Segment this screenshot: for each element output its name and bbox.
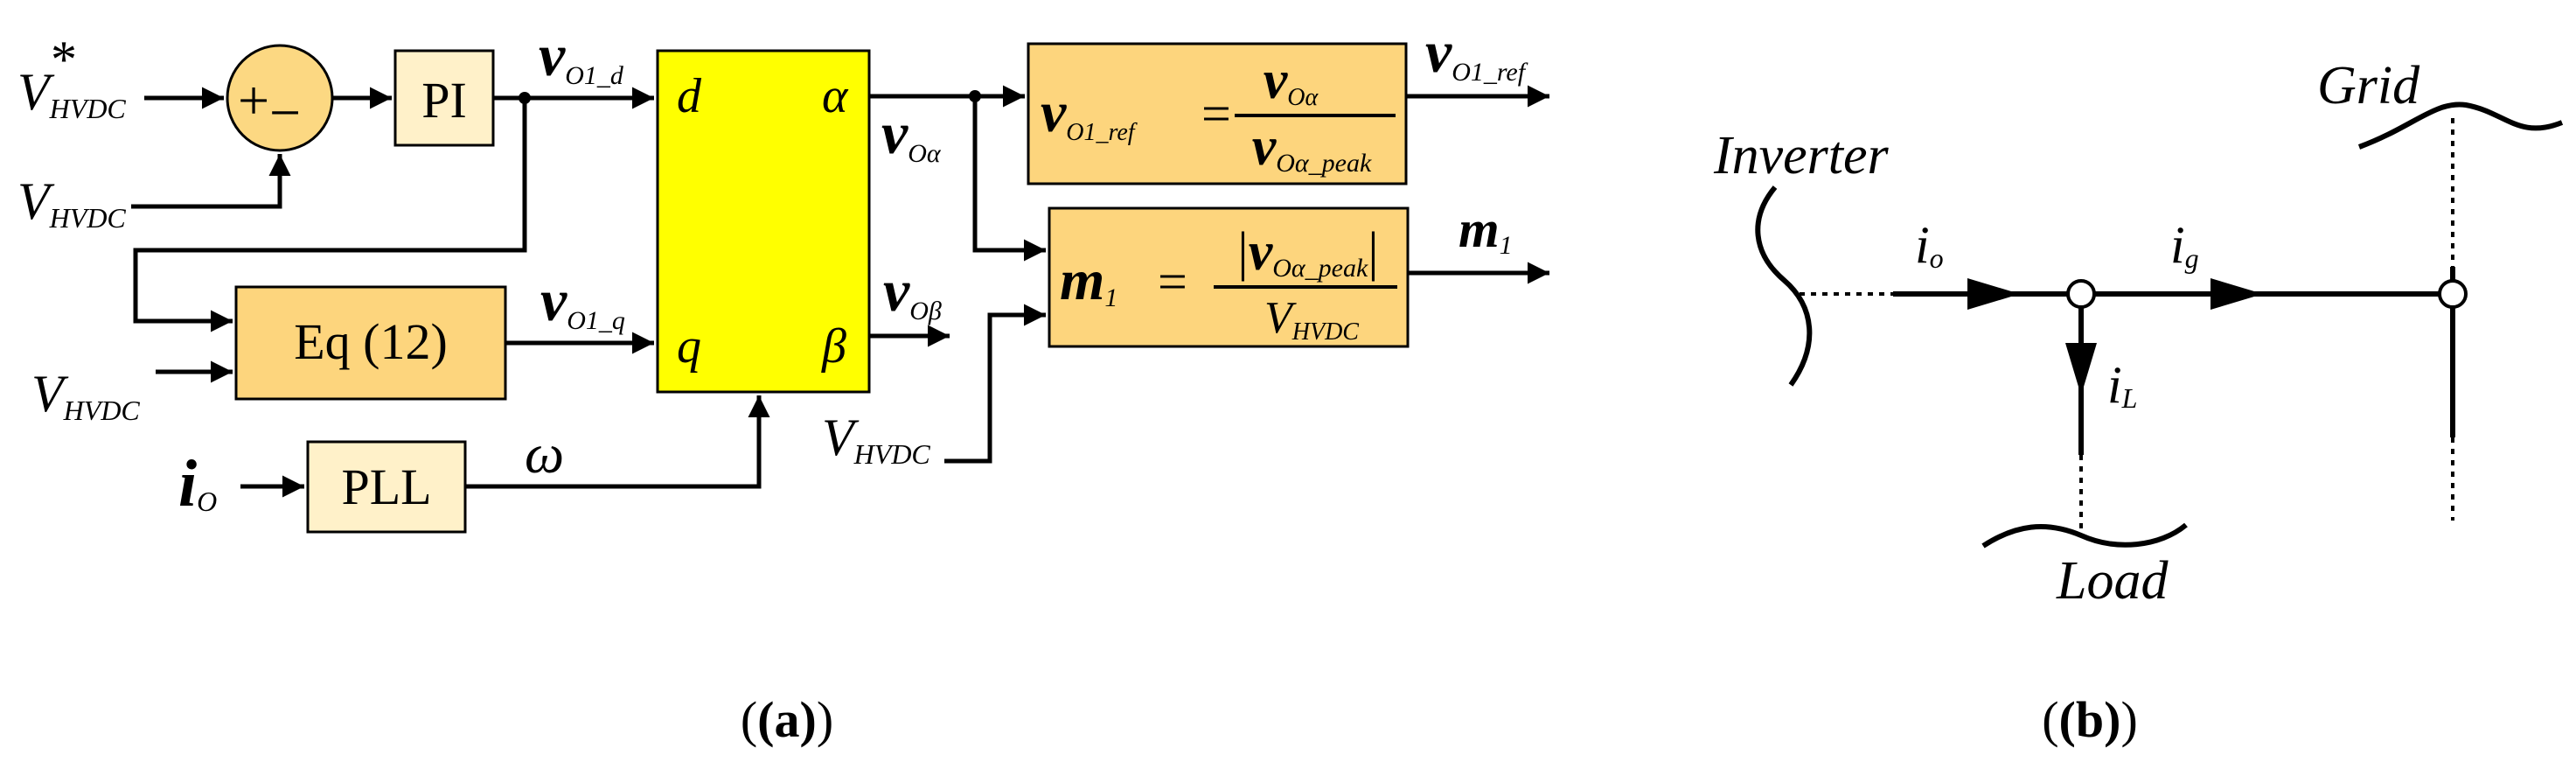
svg-text:=: = [1158, 253, 1187, 311]
svg-text:|vOα_peak|: |vOα_peak| [1237, 222, 1378, 283]
modulation-block [1048, 206, 1410, 348]
grid-break-curve [2357, 101, 2564, 150]
pll-block-label: PLL [341, 458, 431, 515]
panel-b-caption: ((b)) [2042, 691, 2138, 748]
transform-beta-label: β [821, 319, 846, 374]
svg-text:vO1_ref: vO1_ref [1041, 80, 1138, 146]
svg-text:m1: m1 [1060, 248, 1117, 312]
reference-formula: vO1_ref = vOα vOα_peak [1041, 51, 1396, 178]
inverter-label: Inverter [1713, 126, 1890, 185]
signal-vob: vOβ [883, 257, 942, 325]
transform-d-label: d [677, 69, 702, 123]
svg-text:vOα: vOα [1264, 51, 1319, 111]
branch-node-voa [969, 90, 981, 102]
sum-plus-sign: + [238, 69, 269, 131]
current-ig-arrow [2210, 278, 2263, 310]
signal-m1-output: m1 [1459, 200, 1513, 260]
pll-block [306, 440, 467, 534]
modulation-formula: m1 = |vOα_peak| VHVDC [1060, 222, 1397, 346]
signal-omega: ω [525, 423, 564, 485]
input-vhvdc-feedback: VHVDC [17, 172, 126, 234]
load-label: Load [2056, 551, 2169, 611]
panel-a-control-diagram: + − PI Eq (12) PLL d q α β [17, 18, 1549, 748]
pcc-node [2066, 279, 2096, 309]
pi-block-label: PI [421, 72, 467, 129]
load-break-curve [1981, 522, 2188, 549]
sum-minus-sign: − [269, 81, 301, 143]
branch-node-vo1d [519, 92, 531, 104]
grid-label: Grid [2317, 56, 2420, 115]
input-vhvdc-mod: VHVDC [822, 409, 930, 470]
current-il-arrow [2065, 343, 2097, 395]
inverter-break-curve [1755, 185, 1813, 387]
input-star-superscript: * [51, 31, 77, 88]
current-ig-label: ig [2170, 216, 2199, 274]
current-io-arrow [1967, 278, 2020, 310]
signal-vo1d: vO1_d [539, 22, 624, 90]
svg-text:VHVDC: VHVDC [1264, 293, 1359, 346]
panel-b-network-diagram: Inverter Grid Load io ig iL ((b)) [1713, 56, 2564, 748]
transform-q-label: q [677, 319, 701, 374]
transform-alpha-label: α [822, 69, 849, 123]
panel-a-caption: ((a)) [741, 691, 833, 748]
dq-alphabeta-block [656, 49, 871, 394]
svg-text:=: = [1201, 85, 1231, 143]
signal-vo1ref-output: vO1_ref [1425, 18, 1528, 87]
eq12-block-label: Eq (12) [294, 313, 448, 370]
signal-voa: vOα [881, 100, 942, 168]
grid-node [2438, 279, 2468, 309]
input-io: iO [178, 447, 217, 521]
current-io-label: io [1915, 216, 1944, 274]
eq12-block [234, 285, 507, 401]
input-vhvdc-star: VHVDC [17, 63, 126, 124]
input-vhvdc-eq12: VHVDC [31, 365, 140, 426]
signal-vo1q: vO1_q [540, 267, 625, 335]
pi-block [393, 49, 495, 147]
svg-text:vOα_peak: vOα_peak [1252, 117, 1372, 178]
current-il-label: iL [2107, 356, 2137, 414]
